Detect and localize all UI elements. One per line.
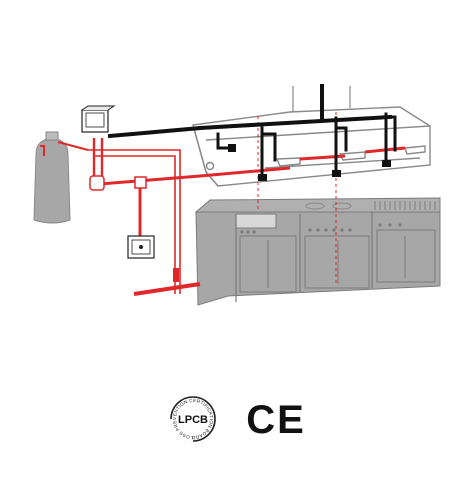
heat-detectors — [228, 144, 391, 181]
agent-cylinder — [33, 131, 89, 224]
detection-line — [107, 84, 397, 178]
burners — [305, 202, 352, 210]
cooking-line — [194, 197, 441, 306]
lpcb-logo: LOSS PREVENTION CERTIFICATION BOARD LPCB — [170, 396, 216, 442]
pipe-fittings — [89, 161, 215, 191]
suppression-pipework — [88, 112, 406, 296]
char-broiler — [374, 201, 436, 210]
ce-mark: CE — [246, 398, 306, 442]
lpcb-arc — [170, 418, 194, 442]
fryer — [235, 213, 277, 229]
range-top — [194, 197, 441, 213]
control-knobs — [240, 223, 402, 234]
lpcb-label: LPCB — [178, 414, 208, 426]
appliance-bank — [195, 211, 441, 306]
oven-doors — [239, 229, 436, 293]
control-head — [81, 105, 116, 133]
exhaust-duct — [292, 86, 351, 112]
manual-pull-station — [127, 235, 155, 259]
